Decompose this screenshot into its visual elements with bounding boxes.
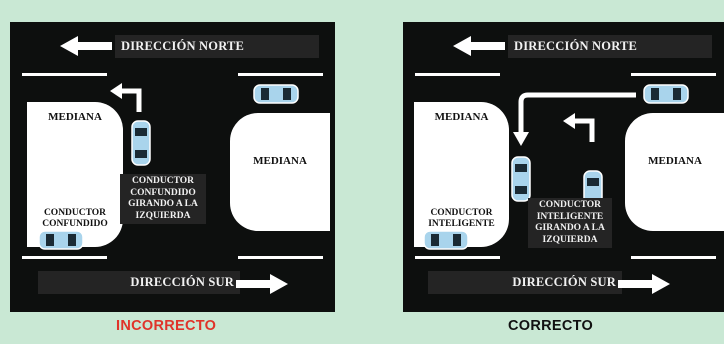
south-direction-label: DIRECCIÓN SUR <box>38 271 240 294</box>
correct-diagram-panel: DIRECCIÓN NORTE MEDIANA CONDUCTOR INTELI… <box>403 22 724 312</box>
left-turn-arrow-icon <box>110 83 142 112</box>
left-median: MEDIANA CONDUCTOR INTELIGENTE <box>414 102 509 247</box>
south-arrow-icon <box>618 274 670 294</box>
left-median: MEDIANA CONDUCTOR CONFUNDIDO <box>27 102 123 247</box>
lane-line <box>415 256 500 259</box>
right-median: MEDIANA <box>230 113 330 231</box>
correct-verdict-label: CORRECTO <box>508 318 594 334</box>
lane-line <box>22 73 107 76</box>
car-vertical-icon <box>131 120 151 166</box>
lane-line <box>415 73 500 76</box>
south-direction-label: DIRECCIÓN SUR <box>428 271 622 294</box>
car-horizontal-icon <box>38 230 84 250</box>
car-horizontal-icon <box>643 84 689 104</box>
lane-line <box>238 256 323 259</box>
car-vertical-icon <box>511 156 531 202</box>
north-arrow-icon <box>453 36 505 56</box>
left-turn-arrow-icon <box>563 113 595 142</box>
confused-driver-turning-label: CONDUCTOR CONFUNDIDO GIRANDO A LA IZQUIE… <box>120 174 206 224</box>
north-direction-label: DIRECCIÓN NORTE <box>508 35 712 58</box>
smart-driver-turning-label: CONDUCTOR INTELIGENTE GIRANDO A LA IZQUI… <box>528 198 612 248</box>
lane-line <box>631 73 716 76</box>
lane-line <box>22 256 107 259</box>
south-arrow-icon <box>236 274 288 294</box>
turn-path-arrow-icon <box>513 92 636 146</box>
incorrect-diagram-panel: DIRECCIÓN NORTE MEDIANA CONDUCTOR CONFUN… <box>10 22 335 312</box>
north-arrow-icon <box>60 36 112 56</box>
car-horizontal-icon <box>253 84 299 104</box>
incorrect-verdict-label: INCORRECTO <box>116 318 217 334</box>
lane-line <box>631 256 716 259</box>
north-direction-label: DIRECCIÓN NORTE <box>115 35 319 58</box>
right-median: MEDIANA <box>625 113 724 231</box>
car-horizontal-icon <box>423 230 469 250</box>
lane-line <box>238 73 323 76</box>
